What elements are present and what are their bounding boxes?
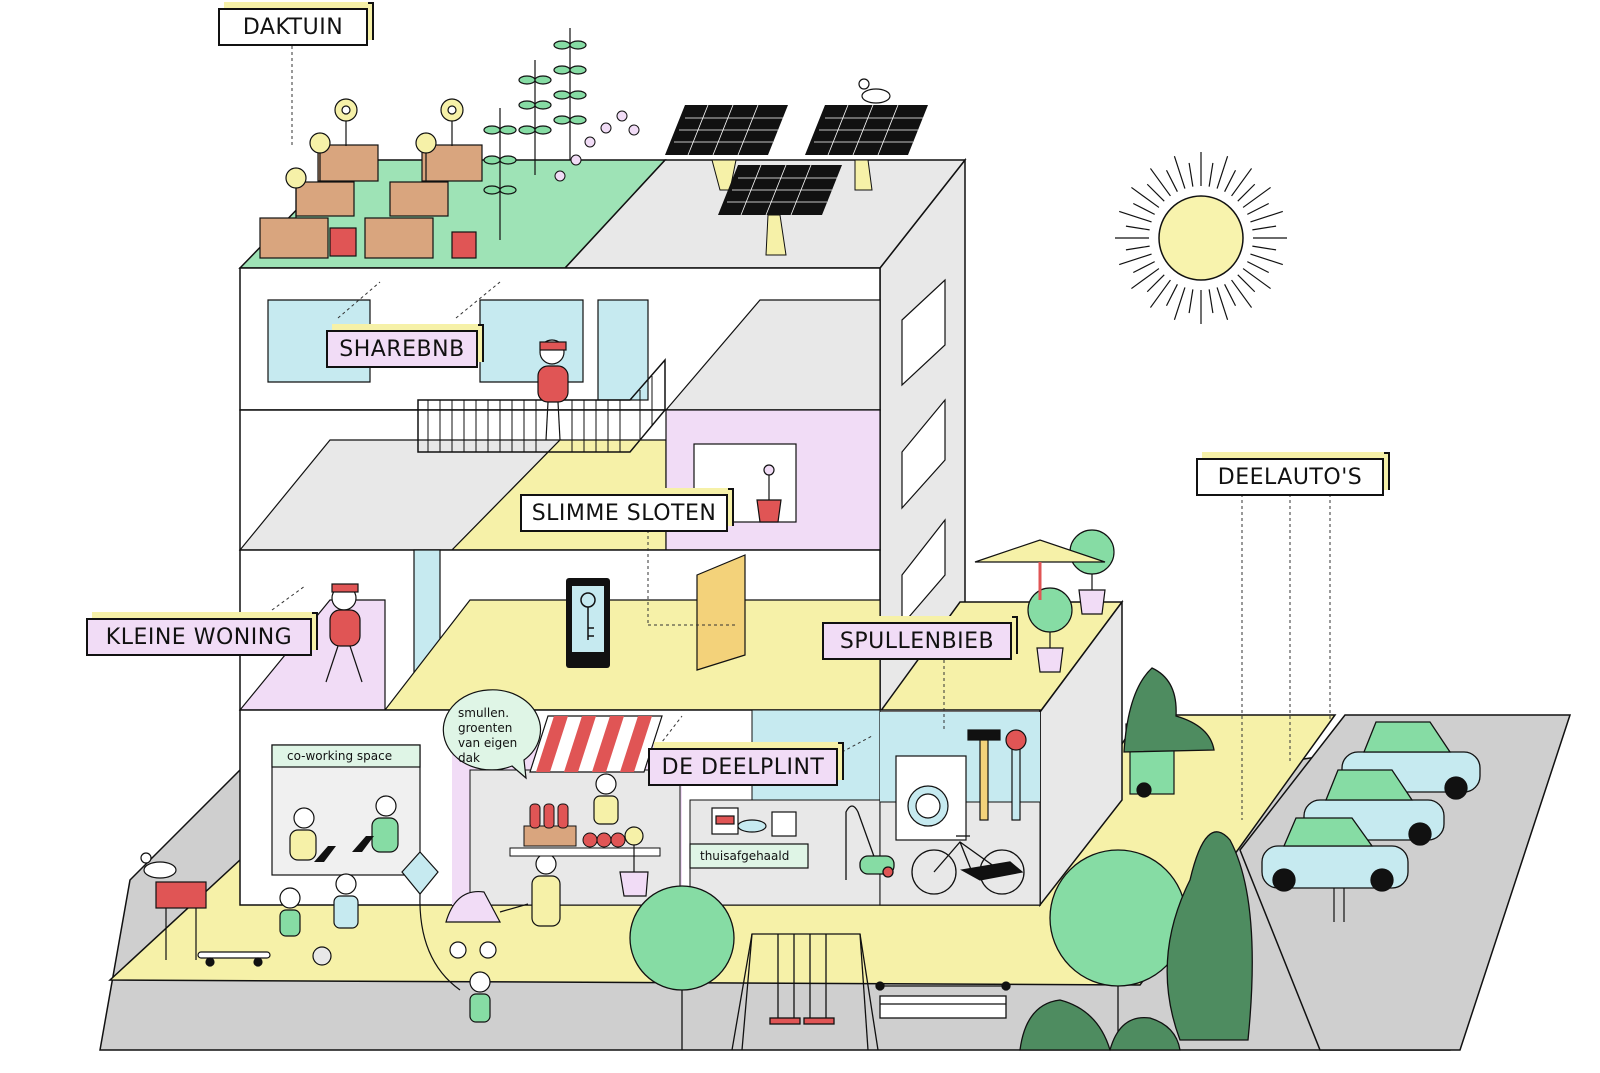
first-floor-yellow [383, 599, 881, 711]
sun-ray [1133, 261, 1155, 274]
sun-ray [1119, 210, 1152, 223]
sun-ray [1173, 156, 1186, 189]
coworking-sign-box [271, 744, 421, 768]
speech-line: groenten [458, 721, 513, 735]
sun-ray [1165, 284, 1178, 306]
sun-ray [1237, 183, 1256, 202]
sun-ray [1252, 225, 1277, 231]
sun-ray [1231, 279, 1253, 308]
sun-ray [1242, 268, 1271, 290]
sun-icon [1115, 152, 1287, 324]
speech-bubble [442, 689, 542, 780]
flower-icon [554, 110, 640, 182]
coworking-sign: co-working space [287, 749, 393, 763]
produce-icon [509, 803, 661, 857]
tree-icon [629, 667, 1253, 1051]
laptop-icon [314, 836, 374, 862]
sun-ray [1131, 186, 1160, 208]
sun-ray [1231, 168, 1253, 197]
hammer-icon [967, 729, 1001, 821]
speech-bubble-text: smullen. groenten van eigen dak [458, 706, 517, 766]
sun-ray [1252, 245, 1277, 251]
label-spullenbieb: SPULLENBIEB [822, 616, 1018, 660]
yellow-door [696, 554, 746, 671]
label-deelautos: DEELAUTO'S [1196, 452, 1390, 496]
washing-machine-icon [895, 755, 967, 841]
awning-icon [529, 715, 663, 773]
sun-ray [1250, 253, 1283, 266]
door-top [597, 299, 649, 401]
tall-plant-icon [483, 28, 587, 240]
bicycle-icon [911, 835, 1025, 895]
vacuum-icon [845, 805, 895, 880]
sun-ray [1149, 168, 1171, 197]
sun-ray [1133, 202, 1155, 215]
kite-icon [401, 851, 461, 991]
mailbox-icon [155, 881, 207, 960]
stroller-icon [445, 890, 529, 959]
side-window-icon [901, 278, 946, 627]
label-kleine-woning: KLEINE WONING [86, 612, 318, 656]
swing-icon [731, 933, 879, 1051]
sun-ray [1250, 210, 1283, 223]
leader-lines [271, 46, 1331, 820]
sun-ray [1125, 245, 1150, 251]
sun-ray [1119, 253, 1152, 266]
ball-icon [312, 946, 332, 966]
sun-ray [1188, 289, 1194, 314]
speech-line: dak [458, 751, 480, 765]
sun-ray [1247, 261, 1269, 274]
sun-ray [1237, 274, 1256, 293]
balcony-railing [427, 376, 653, 452]
window-top-2 [479, 299, 584, 383]
label-slimme-sloten: SLIMME SLOTEN [520, 488, 734, 532]
label-daktuin: DAKTUIN [218, 2, 374, 46]
speech-line: van eigen [458, 736, 518, 750]
sunflower-icon [285, 98, 464, 218]
smart-lock-icon [566, 578, 610, 668]
sun-ray [1247, 202, 1269, 215]
sun-ray [1149, 279, 1171, 308]
label-sharebnb: SHAREBNB [326, 324, 484, 368]
sun-ray [1125, 225, 1150, 231]
wrench-icon [1005, 729, 1027, 821]
sun-ray [1146, 183, 1165, 202]
sun-ray [1146, 274, 1165, 293]
sun-ray [1165, 170, 1178, 192]
bird-icon [140, 78, 891, 879]
bench-icon [875, 981, 1011, 1019]
sun-ray [1224, 284, 1237, 306]
sun-ray [1208, 289, 1214, 314]
thuisafgehaald-sign-box [689, 843, 809, 869]
thuisafgehaald-sign: thuisafgehaald [700, 849, 790, 863]
sun-ray [1188, 162, 1194, 187]
sun-ray [1131, 268, 1160, 290]
sun-ray [1216, 287, 1229, 320]
car-icon [1261, 721, 1481, 892]
sun-ray [1173, 287, 1186, 320]
sun-ray [1224, 170, 1237, 192]
sun-ray [1216, 156, 1229, 189]
solar-panel-icon [665, 104, 928, 256]
sun-ray [1242, 186, 1271, 208]
balcony [417, 358, 666, 453]
potted-plant-icon [619, 464, 1115, 897]
skateboard-icon [197, 951, 271, 967]
parking-lot [1239, 714, 1572, 1051]
pot-icon [711, 807, 797, 837]
umbrella-icon [974, 539, 1106, 600]
sun-ray [1208, 162, 1214, 187]
speech-line: smullen. [458, 706, 510, 720]
label-de-deelplint: DE DEELPLINT [648, 742, 844, 786]
